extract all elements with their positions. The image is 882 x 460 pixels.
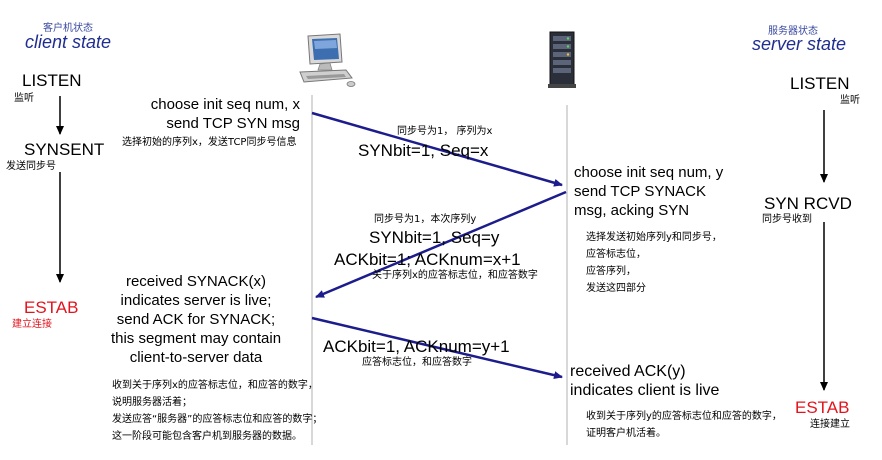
msg3-label: ACKbit=1, ACKnum=y+1 bbox=[323, 337, 510, 356]
server-listen-cn: 监听 bbox=[840, 95, 860, 106]
server-step4-text: received ACK(y) indicates client is live bbox=[570, 363, 720, 399]
client-state-title: client state bbox=[25, 32, 112, 52]
syn-arrow bbox=[311, 111, 563, 187]
client-state-cn: 客户机状态 bbox=[43, 23, 93, 34]
server-step4-cn: 收到关于序列y的应答标志位和应答的数字， 证明客户机活着。 bbox=[586, 411, 782, 439]
msg2-cn2: 关于序列x的应答标志位，和应答数字 bbox=[372, 270, 538, 281]
server-state-cn: 服务器状态 bbox=[768, 26, 818, 37]
server-listen-state: LISTEN bbox=[790, 74, 850, 93]
msg3-cn: 应答标志位，和应答数字 bbox=[362, 357, 472, 368]
server-step2-cn: 选择发送初始序列y和同步号， 应答标志位， 应答序列， 发送这四部分 bbox=[586, 232, 722, 294]
desktop-computer-icon bbox=[299, 33, 356, 87]
client-step1-line1: choose init seq num, x bbox=[150, 96, 300, 113]
server-synrcvd-state: SYN RCVD bbox=[764, 194, 852, 213]
msg2-cn: 同步号为1，本次序列y bbox=[374, 214, 477, 225]
ack-arrow bbox=[311, 316, 563, 380]
server-estab-cn: 连接建立 bbox=[810, 419, 850, 430]
server-state-title: server state bbox=[752, 34, 847, 54]
client-listen-state: LISTEN bbox=[22, 71, 82, 90]
client-step1-line2: send TCP SYN msg bbox=[166, 115, 300, 132]
msg1-label: SYNbit=1, Seq=x bbox=[358, 141, 489, 160]
msg2-line2: ACKbit=1; ACKnum=x+1 bbox=[334, 250, 521, 269]
client-listen-cn: 监听 bbox=[14, 93, 34, 104]
server-step2-text: choose init seq num, y send TCP SYNACK m… bbox=[574, 164, 724, 219]
msg1-cn: 同步号为1， 序列为x bbox=[397, 126, 493, 137]
synack-arrow bbox=[315, 190, 567, 299]
server-synrcvd-cn: 同步号收到 bbox=[762, 214, 812, 225]
client-estab-state: ESTAB bbox=[24, 298, 79, 317]
client-synsent-state: SYNSENT bbox=[24, 140, 105, 159]
client-step3-cn: 收到关于序列x的应答标志位，和应答的数字， 说明服务器活着； 发送应答“服务器”… bbox=[112, 380, 323, 442]
client-step3-text: received SYNACK(x) indicates server is l… bbox=[110, 273, 282, 366]
client-synsent-cn: 发送同步号 bbox=[6, 161, 56, 172]
server-tower-icon bbox=[548, 31, 576, 88]
client-estab-cn: 建立连接 bbox=[12, 319, 52, 330]
client-step1-cn: 选择初始的序列x，发送TCP同步号信息 bbox=[122, 137, 297, 148]
server-estab-state: ESTAB bbox=[795, 398, 850, 417]
msg2-line1: SYNbit=1, Seq=y bbox=[369, 228, 500, 247]
